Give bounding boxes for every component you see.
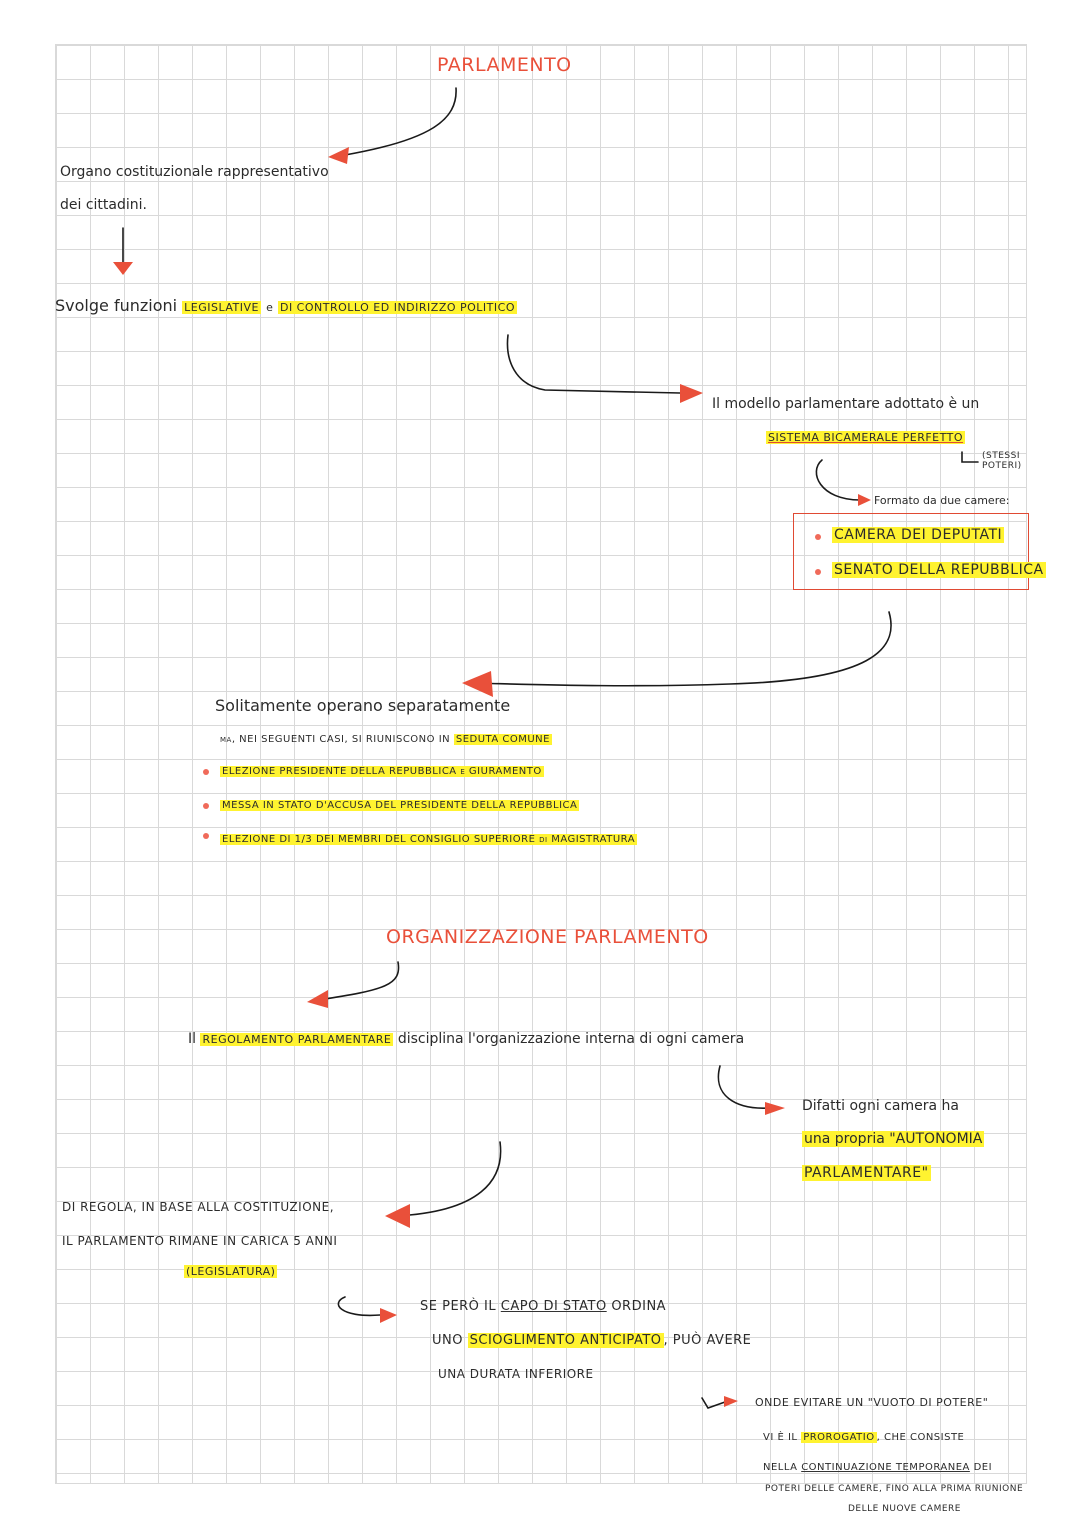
duration-line-2: IL PARLAMENTO RIMANE IN CARICA 5 ANNI bbox=[62, 1234, 338, 1248]
joint-seduta-comune: SEDUTA COMUNE bbox=[453, 734, 552, 745]
joint-case-3: ELEZIONE DI 1/3 DEI MEMBRI DEL CONSIGLIO… bbox=[220, 834, 638, 846]
definition-line-2: dei cittadini. bbox=[60, 197, 147, 213]
prorogatio-line-3-suffix: DEI bbox=[973, 1462, 993, 1473]
joint-case-1-label: ELEZIONE PRESIDENTE DELLA REPUBBLICA e G… bbox=[220, 766, 544, 777]
page-title: PARLAMENTO bbox=[437, 54, 572, 76]
joint-case-2: MESSA IN STATO D'ACCUSA DEL PRESIDENTE D… bbox=[220, 800, 580, 812]
bullet-dot bbox=[815, 534, 821, 540]
functions-and: e bbox=[266, 301, 273, 314]
autonomy-line-2: una propria "AUTONOMIA bbox=[802, 1131, 985, 1148]
prorogatio-term: PROROGATIO bbox=[801, 1432, 877, 1443]
model-formed-by: Formato da due camere: bbox=[874, 494, 1010, 507]
prorogatio-line-2-prefix: VI È IL bbox=[763, 1432, 798, 1443]
prorogatio-line-5: DELLE NUOVE CAMERE bbox=[848, 1504, 961, 1514]
dissolution-line-2-prefix: UNO bbox=[432, 1333, 463, 1348]
dissolution-line-2: UNO SCIOGLIMENTO ANTICIPATO, PUÒ AVERE bbox=[432, 1333, 751, 1349]
organization-regulation: REGOLAMENTO PARLAMENTARE bbox=[200, 1033, 394, 1046]
chamber-senato-label: SENATO DELLA REPUBBLICA bbox=[832, 562, 1046, 578]
model-system: SISTEMA BICAMERALE PERFETTO bbox=[766, 431, 966, 444]
prorogatio-line-2-suffix: , CHE CONSISTE bbox=[876, 1432, 965, 1443]
functions-line: Svolge funzioni LEGISLATIVE e DI CONTROL… bbox=[55, 296, 517, 315]
chamber-senato: SENATO DELLA REPUBBLICA bbox=[832, 562, 1046, 579]
functions-control: DI CONTROLLO ED INDIRIZZO POLITICO bbox=[277, 301, 517, 314]
chamber-camera: CAMERA DEI DEPUTATI bbox=[832, 527, 1005, 544]
model-system-label: SISTEMA BICAMERALE PERFETTO bbox=[766, 431, 966, 444]
joint-case-3-label: ELEZIONE DI 1/3 DEI MEMBRI DEL CONSIGLIO… bbox=[220, 834, 638, 845]
duration-line-1: DI REGOLA, IN BASE ALLA COSTITUZIONE, bbox=[62, 1200, 335, 1214]
organization-suffix: disciplina l'organizzazione interna di o… bbox=[397, 1031, 745, 1047]
autonomy-line-3: PARLAMENTARE" bbox=[802, 1165, 931, 1182]
joint-line-2: ma, NEI SEGUENTI CASI, SI RIUNISCONO IN … bbox=[220, 734, 552, 746]
autonomy-line-1: Difatti ogni camera ha bbox=[802, 1098, 959, 1114]
organization-line: Il REGOLAMENTO PARLAMENTARE disciplina l… bbox=[188, 1031, 744, 1048]
bullet-dot bbox=[203, 803, 209, 809]
functions-legislative: LEGISLATIVE bbox=[182, 301, 261, 314]
dissolution-line-1: SE PERÒ IL CAPO DI STATO ORDINA bbox=[420, 1299, 666, 1315]
dissolution-head: CAPO DI STATO bbox=[500, 1299, 607, 1314]
model-same-powers: (STESSI POTERI) bbox=[982, 451, 1022, 471]
prorogatio-line-4: POTERI DELLE CAMERE, FINO ALLA PRIMA RIU… bbox=[765, 1484, 1024, 1494]
joint-case-1: ELEZIONE PRESIDENTE DELLA REPUBBLICA e G… bbox=[220, 766, 544, 778]
dissolution-line-3: UNA DURATA INFERIORE bbox=[438, 1367, 594, 1381]
model-line-1: Il modello parlamentare adottato è un bbox=[712, 396, 980, 412]
grid-paper bbox=[55, 44, 1027, 1484]
autonomy-line-2-label: una propria "AUTONOMIA bbox=[802, 1131, 985, 1147]
joint-line-2-prefix: ma, NEI SEGUENTI CASI, SI RIUNISCONO IN bbox=[220, 734, 451, 745]
prorogatio-line-3-prefix: NELLA bbox=[763, 1462, 798, 1473]
joint-line-1: Solitamente operano separatamente bbox=[215, 696, 511, 715]
functions-prefix: Svolge funzioni bbox=[55, 296, 178, 315]
prorogatio-line-1: ONDE EVITARE UN "VUOTO DI POTERE" bbox=[755, 1396, 989, 1409]
dissolution-suffix: ORDINA bbox=[611, 1299, 667, 1314]
dissolution-anticipato: SCIOGLIMENTO ANTICIPATO bbox=[467, 1333, 664, 1348]
chambers-box bbox=[793, 513, 1029, 590]
prorogatio-line-2: VI È IL PROROGATIO, CHE CONSISTE bbox=[763, 1432, 964, 1444]
bullet-dot bbox=[815, 569, 821, 575]
bullet-dot bbox=[203, 833, 209, 839]
duration-line-3: (LEGISLATURA) bbox=[184, 1265, 278, 1278]
dissolution-prefix: SE PERÒ IL bbox=[420, 1299, 497, 1314]
prorogatio-line-3: NELLA CONTINUAZIONE TEMPORANEA DEI bbox=[763, 1462, 992, 1474]
duration-legislatura: (LEGISLATURA) bbox=[184, 1265, 278, 1278]
joint-case-2-label: MESSA IN STATO D'ACCUSA DEL PRESIDENTE D… bbox=[220, 800, 580, 811]
bullet-dot bbox=[203, 769, 209, 775]
organization-title: ORGANIZZAZIONE PARLAMENTO bbox=[386, 926, 709, 948]
chamber-camera-label: CAMERA DEI DEPUTATI bbox=[832, 527, 1005, 543]
dissolution-line-2-suffix: , PUÒ AVERE bbox=[663, 1333, 752, 1348]
definition-line-1: Organo costituzionale rappresentativo bbox=[60, 164, 329, 180]
autonomy-line-3-label: PARLAMENTARE" bbox=[802, 1165, 931, 1181]
organization-prefix: Il bbox=[188, 1031, 197, 1047]
prorogatio-continuazione: CONTINUAZIONE TEMPORANEA bbox=[801, 1462, 970, 1473]
